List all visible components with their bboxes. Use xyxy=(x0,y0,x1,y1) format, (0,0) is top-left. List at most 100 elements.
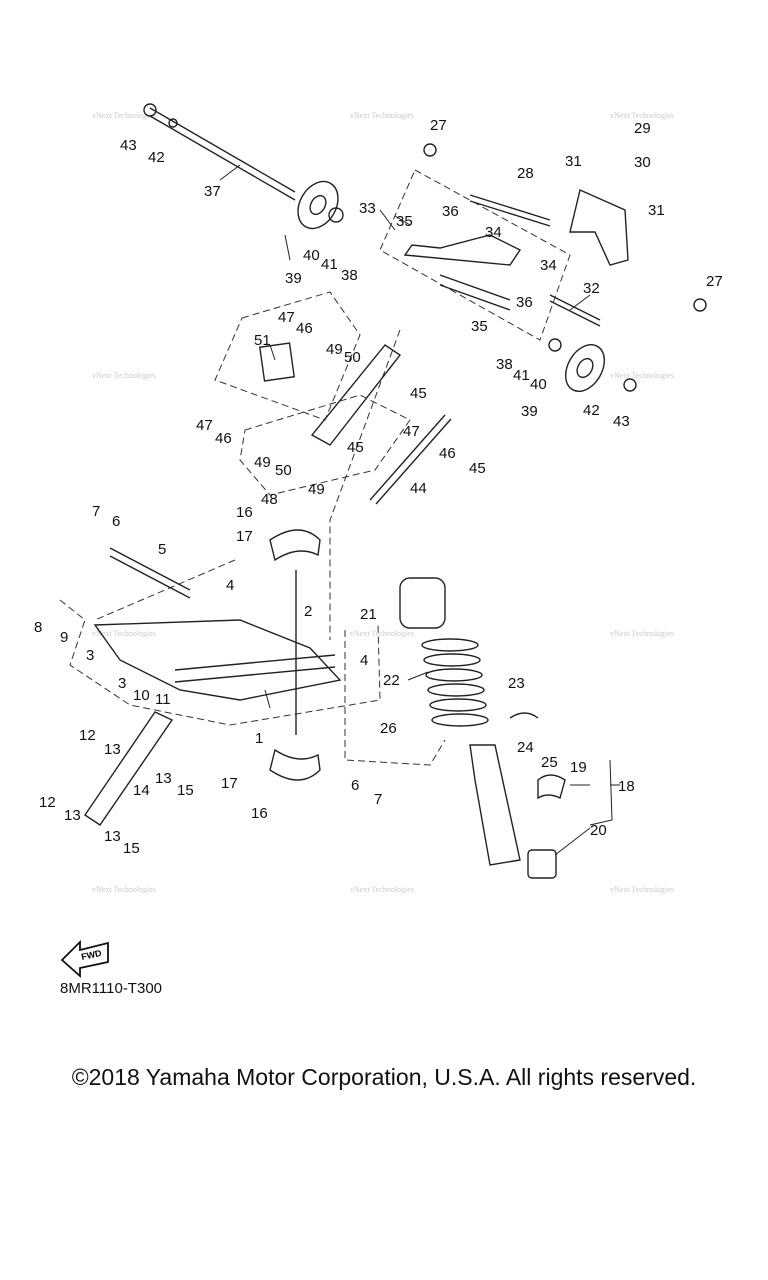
watermark: vNext Technologies xyxy=(610,111,674,120)
callout-label: 40 xyxy=(530,376,547,393)
callout-label: 35 xyxy=(471,318,488,335)
bolt-part xyxy=(423,143,437,157)
callout-label: 23 xyxy=(508,675,525,692)
callout-label: 43 xyxy=(120,137,137,154)
callout-label: 39 xyxy=(285,270,302,287)
callout-label: 12 xyxy=(39,794,56,811)
watermark: vNext Technologies xyxy=(610,371,674,380)
callout-label: 30 xyxy=(634,154,651,171)
callout-label: 36 xyxy=(516,294,533,311)
callout-label: 49 xyxy=(308,481,325,498)
callout-label: 18 xyxy=(618,778,635,795)
callout-label: 49 xyxy=(254,454,271,471)
shock-part xyxy=(310,344,402,446)
bolt-part xyxy=(143,103,157,117)
callout-label: 48 xyxy=(261,491,278,508)
callout-label: 49 xyxy=(326,341,343,358)
callout-label: 31 xyxy=(648,202,665,219)
callout-label: 34 xyxy=(485,224,502,241)
pivot-arm-part xyxy=(403,234,522,266)
bumper-part xyxy=(399,577,446,629)
callout-label: 41 xyxy=(513,367,530,384)
callout-label: 5 xyxy=(158,541,166,558)
callout-label: 38 xyxy=(341,267,358,284)
assembly-outlines xyxy=(59,169,571,766)
fwd-label: FWD xyxy=(80,948,103,962)
watermark: vNext Technologies xyxy=(92,885,156,894)
callout-label: 27 xyxy=(430,117,447,134)
callout-label: 50 xyxy=(344,349,361,366)
callout-label: 27 xyxy=(706,273,723,290)
fwd-arrow-icon: FWD xyxy=(60,939,109,979)
callout-label: 47 xyxy=(196,417,213,434)
callout-label: 47 xyxy=(403,423,420,440)
callout-label: 13 xyxy=(104,828,121,845)
callout-label: 13 xyxy=(104,741,121,758)
watermark: vNext Technologies xyxy=(350,885,414,894)
illustration-code: 8MR1110-T300 xyxy=(60,980,162,997)
callout-label: 31 xyxy=(565,153,582,170)
leader-lines xyxy=(219,164,620,856)
watermark: vNext Technologies xyxy=(350,629,414,638)
collar-part xyxy=(537,774,566,800)
callout-label: 13 xyxy=(64,807,81,824)
callout-label: 20 xyxy=(590,822,607,839)
callout-label: 7 xyxy=(92,503,100,520)
callout-label: 17 xyxy=(221,775,238,792)
callout-label: 45 xyxy=(469,460,486,477)
cover-part xyxy=(269,529,321,562)
callout-label: 51 xyxy=(254,332,271,349)
callout-label: 46 xyxy=(215,430,232,447)
callout-label: 40 xyxy=(303,247,320,264)
rod-part xyxy=(369,414,446,501)
callout-label: 35 xyxy=(396,213,413,230)
callout-label: 10 xyxy=(133,687,150,704)
callout-label: 33 xyxy=(359,200,376,217)
exploded-parts-diagram: vNext Technologies vNext Technologies vN… xyxy=(34,103,723,979)
callout-label: 15 xyxy=(123,840,140,857)
callout-label: 37 xyxy=(204,183,221,200)
shaft-part xyxy=(149,107,296,193)
watermark: vNext Technologies xyxy=(92,371,156,380)
watermark: vNext Technologies xyxy=(610,885,674,894)
callout-label: 2 xyxy=(304,603,312,620)
callout-label: 39 xyxy=(521,403,538,420)
callout-label: 41 xyxy=(321,256,338,273)
callout-label: 47 xyxy=(278,309,295,326)
cover-part xyxy=(269,748,321,781)
callout-label: 42 xyxy=(148,149,165,166)
callout-label: 9 xyxy=(60,629,68,646)
collar-part xyxy=(527,849,557,879)
callout-label: 16 xyxy=(251,805,268,822)
callout-label: 7 xyxy=(374,791,382,808)
callout-label: 32 xyxy=(583,280,600,297)
callout-label: 28 xyxy=(517,165,534,182)
bracket-part xyxy=(569,189,629,266)
callout-label: 24 xyxy=(517,739,534,756)
callout-label: 14 xyxy=(133,782,150,799)
callout-label: 50 xyxy=(275,462,292,479)
callout-label: 13 xyxy=(155,770,172,787)
callout-labels: 1 2 3 3 4 4 5 6 6 7 7 8 9 10 11 12 12 13… xyxy=(34,117,723,857)
callout-label: 6 xyxy=(112,513,120,530)
watermarks: vNext Technologies vNext Technologies vN… xyxy=(92,111,674,894)
callout-label: 42 xyxy=(583,402,600,419)
callout-label: 29 xyxy=(634,120,651,137)
copyright-notice: ©2018 Yamaha Motor Corporation, U.S.A. A… xyxy=(71,1064,697,1090)
callout-label: 38 xyxy=(496,356,513,373)
callout-label: 6 xyxy=(351,777,359,794)
bolt-part xyxy=(693,298,707,312)
spring-part xyxy=(421,638,489,727)
callout-label: 15 xyxy=(177,782,194,799)
callout-label: 11 xyxy=(155,691,171,708)
watermark: vNext Technologies xyxy=(610,629,674,638)
wheel-part xyxy=(564,344,606,392)
callout-label: 45 xyxy=(347,439,364,456)
callout-label: 46 xyxy=(439,445,456,462)
wheel-part xyxy=(297,180,339,230)
shaft-part xyxy=(469,194,551,221)
callout-label: 34 xyxy=(540,257,557,274)
callout-label: 19 xyxy=(570,759,587,776)
callout-label: 1 xyxy=(255,730,263,747)
clip-part xyxy=(509,712,539,719)
